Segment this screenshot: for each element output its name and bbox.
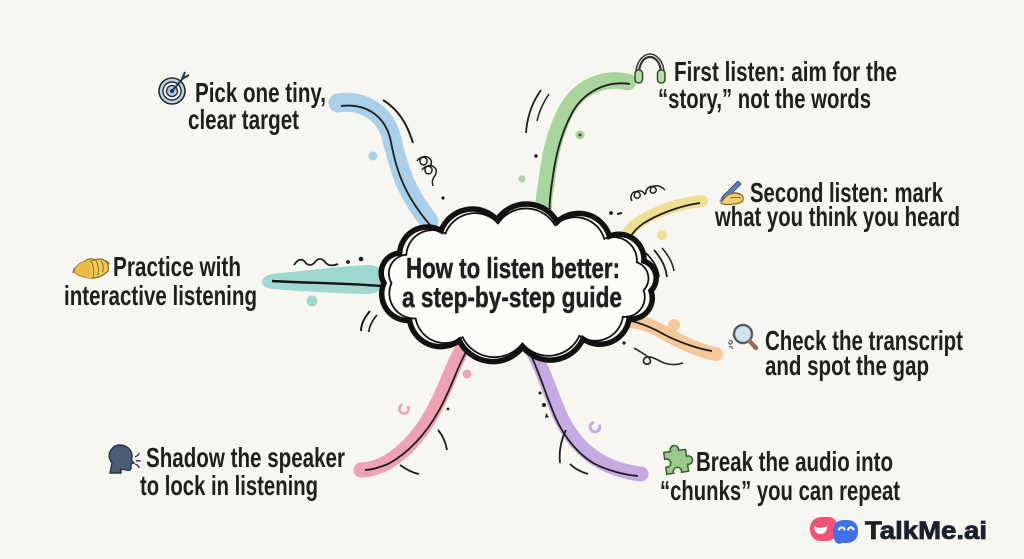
svg-text:“chunks” you can repeat: “chunks” you can repeat [660,475,900,506]
svg-text:How to listen better:: How to listen better: [406,253,620,285]
svg-text:a step-by-step guide: a step-by-step guide [402,282,622,314]
svg-text:TalkMe.ai: TalkMe.ai [865,517,987,545]
svg-text:Break the audio into: Break the audio into [696,446,893,477]
svg-text:First listen: aim for the: First listen: aim for the [674,56,897,87]
svg-text:interactive listening: interactive listening [64,280,257,311]
svg-text:what you think you heard: what you think you heard [714,201,960,232]
svg-text:clear target: clear target [188,104,299,135]
svg-text:Shadow the speaker: Shadow the speaker [146,442,345,473]
svg-text:and spot the gap: and spot the gap [765,350,929,381]
svg-text:Check the transcript: Check the transcript [765,325,963,356]
svg-text:to lock in listening: to lock in listening [140,470,318,501]
svg-text:Pick one tiny,: Pick one tiny, [195,77,326,108]
svg-text:Second listen: mark: Second listen: mark [750,177,943,208]
svg-text:Practice with: Practice with [113,251,241,282]
svg-text:“story,” not the words: “story,” not the words [658,83,871,114]
